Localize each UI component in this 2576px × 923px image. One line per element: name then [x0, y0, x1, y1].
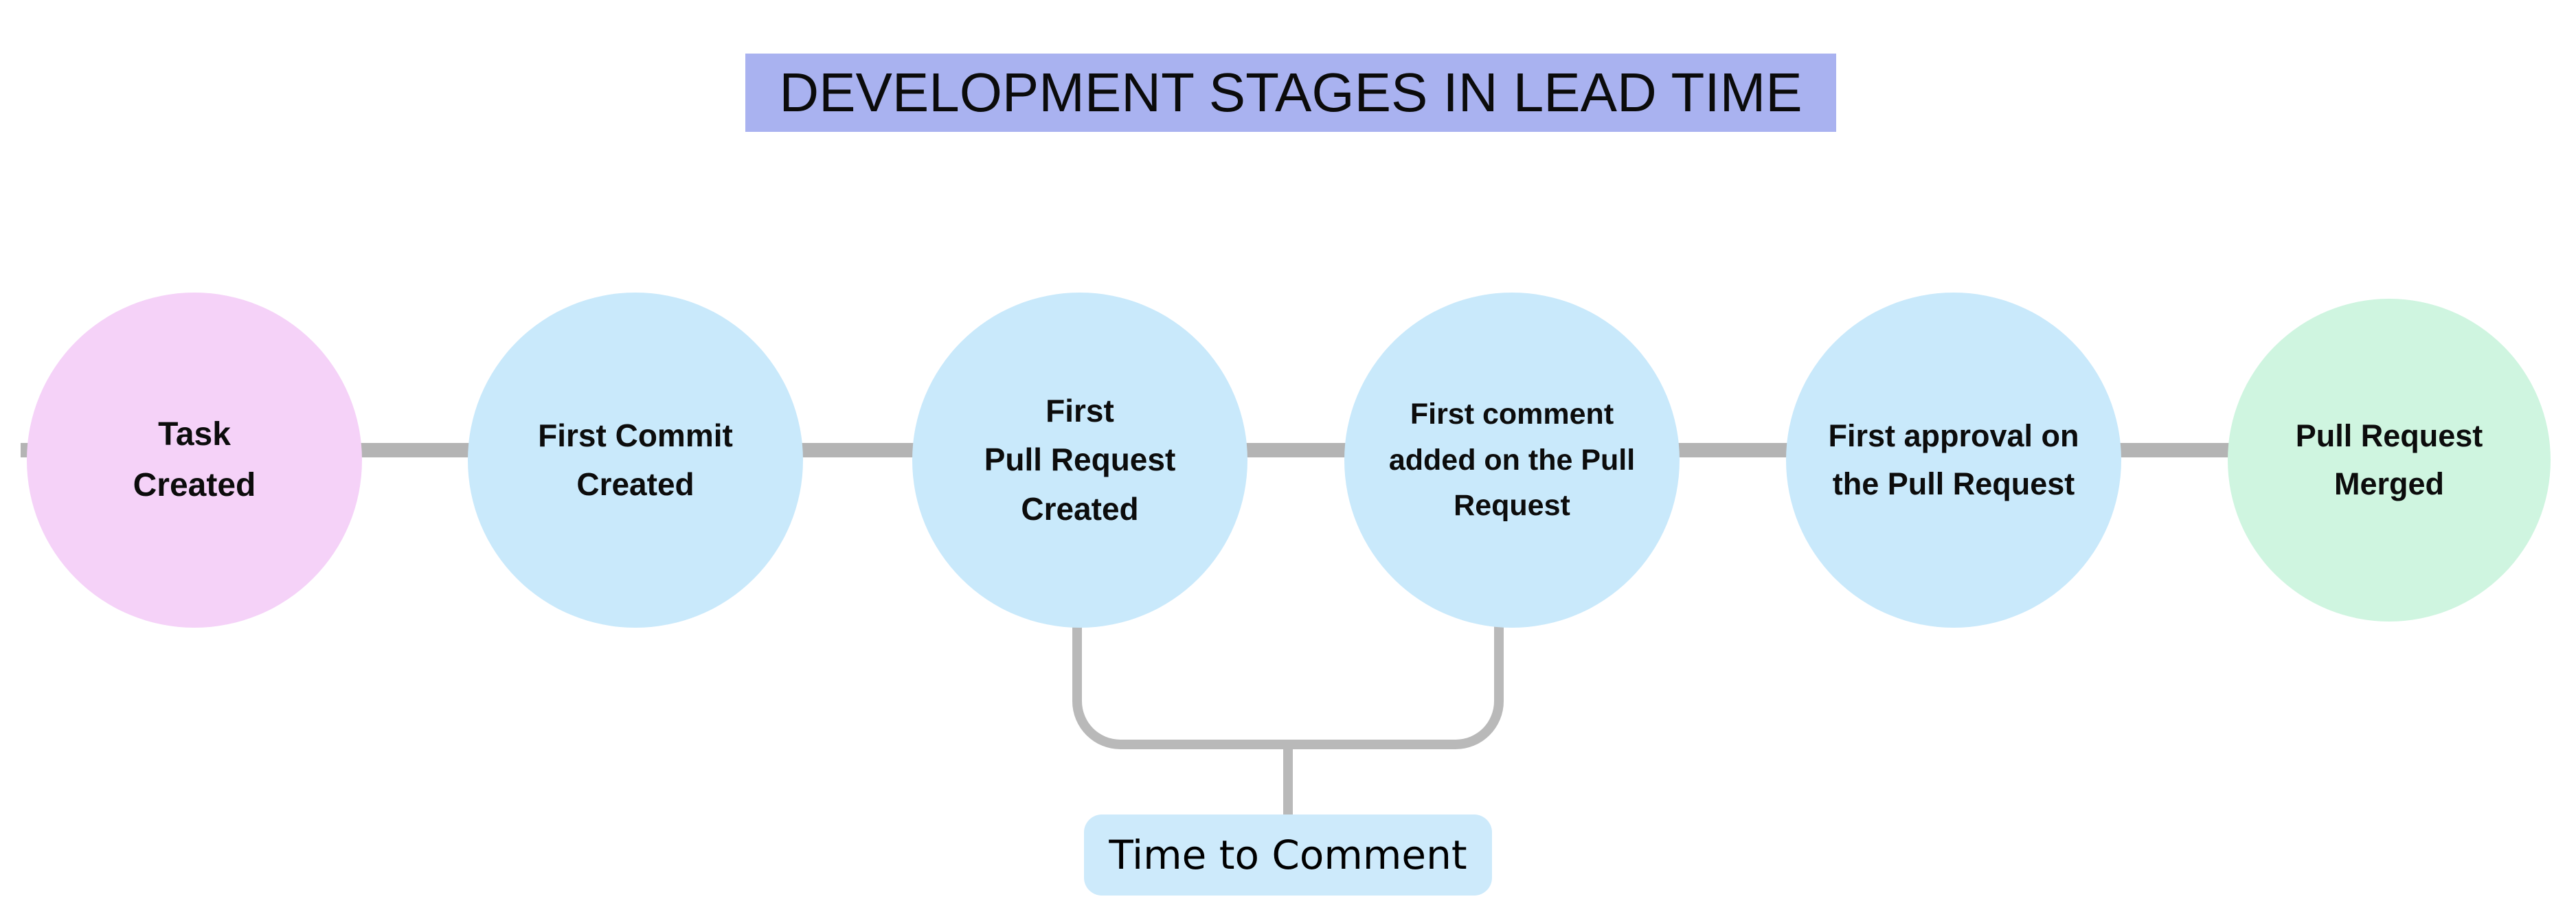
time-to-comment-bracket — [1072, 622, 1504, 749]
stage-task-created: Task Created — [27, 293, 362, 628]
stage-pull-request-merged: Pull Request Merged — [2228, 299, 2551, 622]
stage-label: Task Created — [133, 415, 256, 503]
title-banner: DEVELOPMENT STAGES IN LEAD TIME — [745, 54, 1836, 132]
stage-first-comment-added: First comment added on the Pull Request — [1344, 293, 1680, 628]
time-to-comment-bracket-stem — [1283, 748, 1293, 816]
stage-first-approval: First approval on the Pull Request — [1786, 293, 2121, 628]
stage-label: First Commit Created — [538, 417, 733, 502]
stage-first-pull-request-created: First Pull Request Created — [912, 293, 1247, 628]
stage-label: Pull Request Merged — [2295, 418, 2483, 501]
stage-label: First comment added on the Pull Request — [1388, 398, 1636, 523]
time-to-comment-box: Time to Comment — [1084, 814, 1492, 896]
stage-first-commit-created: First Commit Created — [468, 293, 803, 628]
time-to-comment-label: Time to Comment — [1109, 832, 1467, 878]
page-title: DEVELOPMENT STAGES IN LEAD TIME — [779, 62, 1803, 123]
stage-label: First Pull Request Created — [984, 393, 1176, 527]
stage-label: First approval on the Pull Request — [1828, 418, 2079, 501]
